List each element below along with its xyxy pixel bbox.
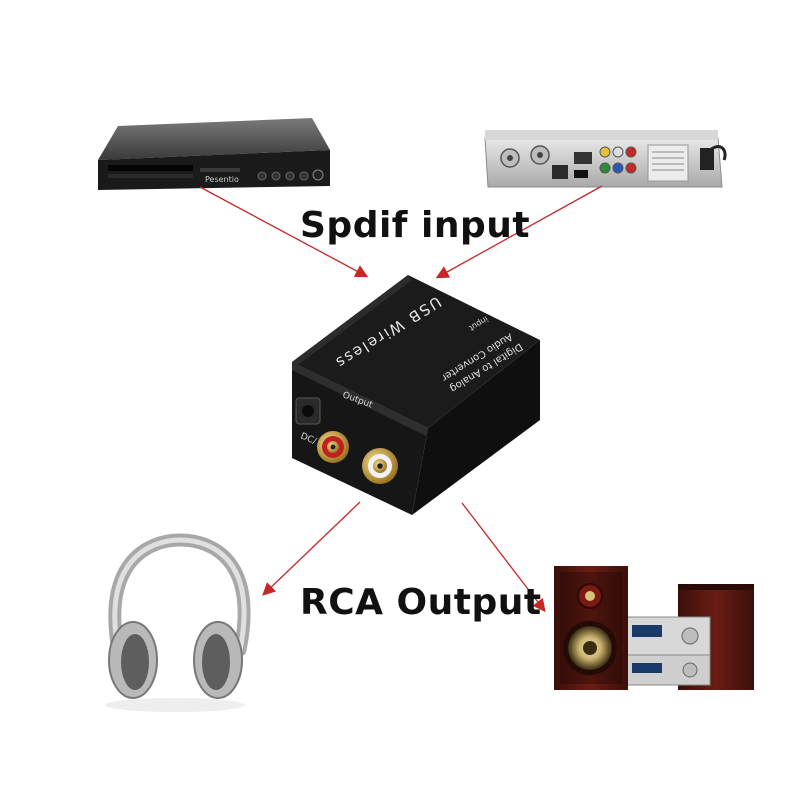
dvd-player: Pesentio — [98, 118, 330, 190]
headphones — [105, 533, 251, 712]
dvd-brand-text: Pesentio — [205, 175, 239, 184]
hifi-system — [554, 566, 754, 690]
rca-jack-red — [317, 431, 349, 463]
caption-spdif-input: Spdif input — [300, 205, 531, 246]
arrow-box-to-converter — [435, 185, 603, 279]
arrow-dvd-to-converter — [199, 186, 369, 278]
arrow-converter-to-headphones — [262, 501, 361, 596]
caption-rca-output: RCA Output — [300, 582, 542, 623]
arrows — [199, 185, 603, 613]
arrow-converter-to-speakers — [461, 502, 546, 613]
settop-box — [484, 130, 727, 188]
rca-jack-white — [362, 448, 398, 484]
dac-converter: USB Wireless Digital to Analog Audio Con… — [292, 275, 540, 515]
